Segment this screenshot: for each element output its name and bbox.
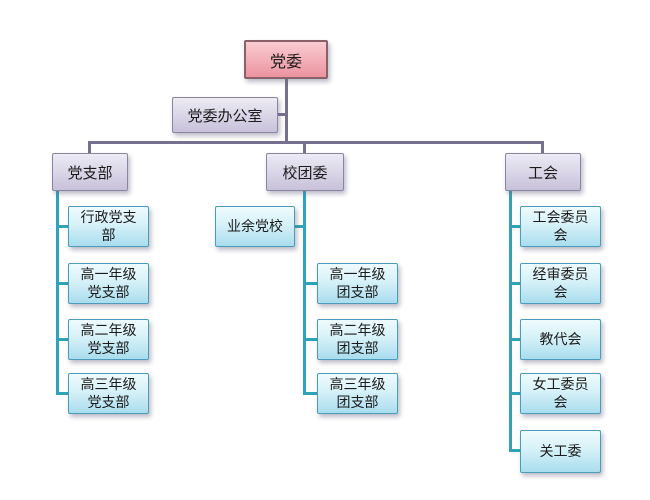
- connector-left-stub-4: [56, 392, 69, 395]
- node-school-youth-league: 校团委: [266, 153, 344, 191]
- connector-mid-stub-1: [305, 282, 318, 285]
- connector-right-stub-3: [509, 338, 521, 341]
- node-grade11-party-branch: 高二年级党支部: [68, 319, 149, 360]
- node-grade11-league-branch: 高二年级团支部: [317, 319, 398, 360]
- node-party-committee-office: 党委办公室: [172, 97, 278, 133]
- node-grade10-league-branch: 高一年级团支部: [317, 263, 398, 304]
- node-women-workers-committee: 女工委员会: [520, 373, 601, 414]
- connector-right-vertical: [509, 190, 512, 452]
- connector-branches-horizontal: [88, 141, 544, 144]
- connector-root-vertical: [285, 79, 288, 143]
- connector-left-stub-3: [56, 338, 69, 341]
- connector-right-stub-2: [509, 282, 521, 285]
- node-grade12-party-branch: 高三年级党支部: [68, 373, 149, 414]
- connector-stub-youth-league: [303, 141, 306, 154]
- connector-stub-labor-union: [541, 141, 544, 154]
- connector-mid-stub-3: [305, 392, 318, 395]
- node-amateur-party-school: 业余党校: [215, 206, 295, 247]
- node-grade12-league-branch: 高三年级团支部: [317, 373, 398, 414]
- connector-stub-party-branch: [88, 141, 91, 154]
- node-union-committee: 工会委员会: [520, 206, 601, 247]
- connector-right-stub-4: [509, 392, 521, 395]
- connector-left-stub-1: [56, 225, 69, 228]
- node-grade10-party-branch: 高一年级党支部: [68, 263, 149, 304]
- connector-mid-vertical: [303, 190, 306, 395]
- connector-office-stub: [277, 113, 287, 116]
- node-party-committee: 党委: [244, 40, 328, 79]
- connector-amateur-school-stub: [294, 225, 304, 228]
- connector-right-stub-5: [509, 449, 521, 452]
- node-party-branch: 党支部: [52, 153, 128, 191]
- node-care-committee: 关工委: [520, 430, 601, 473]
- node-labor-union: 工会: [505, 153, 581, 191]
- connector-left-stub-2: [56, 282, 69, 285]
- connector-mid-stub-2: [305, 338, 318, 341]
- node-staff-congress: 教代会: [520, 319, 601, 360]
- connector-left-vertical: [56, 190, 59, 395]
- node-admin-party-branch: 行政党支部: [68, 206, 149, 247]
- connector-right-stub-1: [509, 225, 521, 228]
- node-audit-committee: 经审委员会: [520, 263, 601, 304]
